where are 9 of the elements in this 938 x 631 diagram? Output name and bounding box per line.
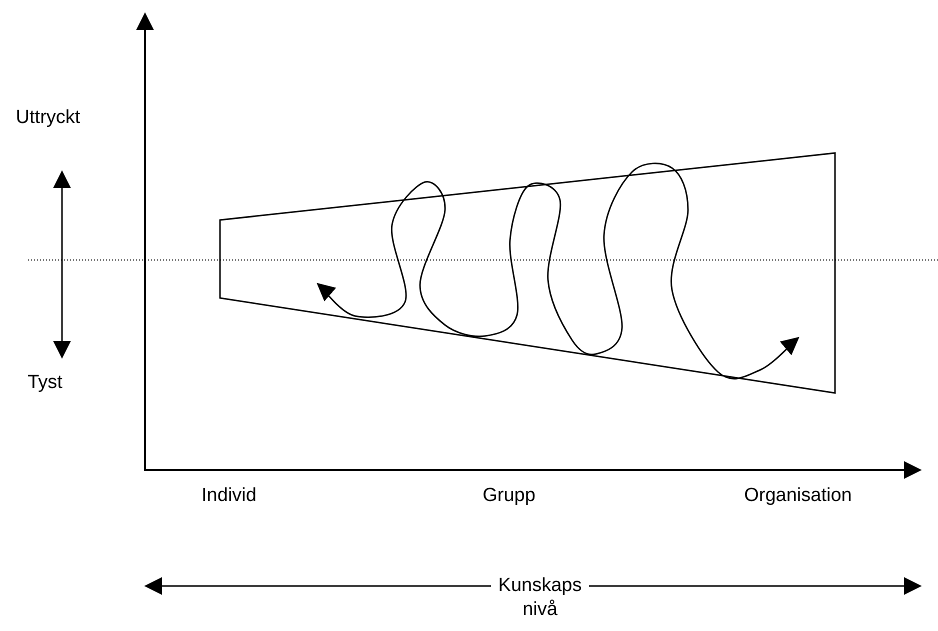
- category-label: Organisation: [743, 484, 853, 508]
- category-label: Grupp: [482, 484, 536, 508]
- arrow: [589, 577, 922, 595]
- double-arrow: [53, 170, 71, 359]
- axis-label: Tyst: [16, 371, 74, 395]
- arrow: [144, 577, 491, 595]
- axis-label: Uttryckt: [4, 106, 92, 130]
- axis-label: Kunskaps nivå: [495, 574, 585, 622]
- category-label: Individ: [200, 484, 258, 508]
